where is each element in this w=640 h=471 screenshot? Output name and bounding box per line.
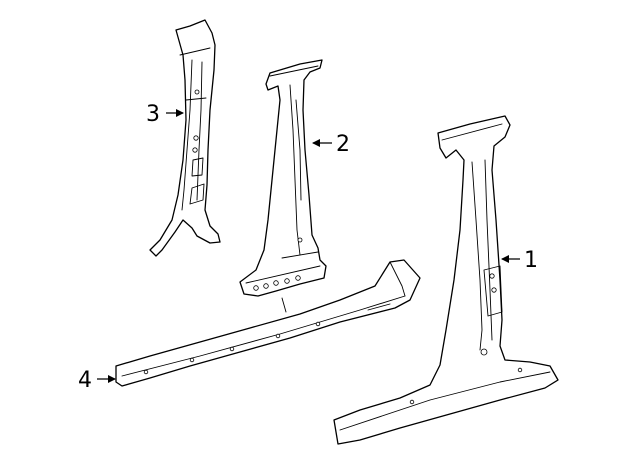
callout-3: 3: [146, 102, 160, 127]
part-3-inner-pillar[interactable]: [149, 19, 221, 257]
part-4-rocker-rail[interactable]: [115, 259, 421, 387]
callout-4: 4: [78, 368, 92, 393]
callout-1: 1: [524, 248, 538, 273]
part-2-pillar-reinforcement[interactable]: [239, 59, 327, 297]
part-1-outer-pillar[interactable]: [333, 115, 559, 445]
callout-2: 2: [336, 132, 350, 157]
